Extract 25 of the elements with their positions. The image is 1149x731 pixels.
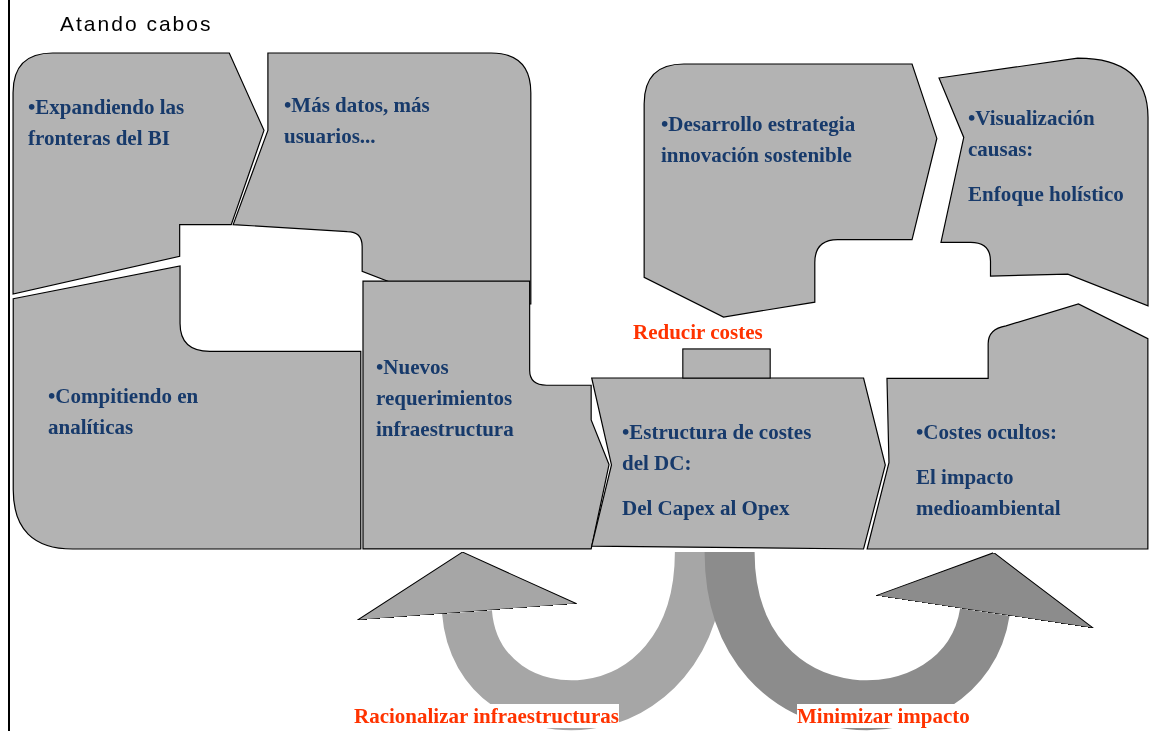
node-text: •Desarrollo estrategia innovación sostenible [661, 111, 857, 169]
puzzle-piece [362, 280, 612, 550]
puzzle-piece [643, 63, 938, 318]
node-text: Del Capex al Opex [622, 495, 791, 522]
node-text: Enfoque holístico [968, 181, 1125, 208]
puzzle-piece [590, 377, 887, 550]
node-text: •Compitiendo en analíticas [48, 383, 200, 441]
puzzle-piece [938, 57, 1149, 307]
annotation-label: Reducir costes [633, 320, 763, 344]
node-text: •Expandiendo las fronteras del BI [28, 94, 186, 152]
connector-block [680, 348, 773, 379]
puzzle-piece [866, 303, 1149, 550]
puzzle-piece [12, 52, 267, 295]
title: Atando cabos [60, 11, 213, 37]
edge-label: Minimizar impacto [797, 704, 970, 728]
edge-label: Racionalizar infraestructuras [354, 704, 619, 728]
node-text: •Visualización causas: [968, 105, 1096, 163]
node-text: •Nuevos requerimientos infraestructura [376, 354, 515, 443]
curved-arrow [704, 549, 1091, 730]
puzzle-piece [12, 265, 362, 550]
node-text: •Más datos, más usuarios... [284, 92, 431, 150]
node-text: •Costes ocultos: [916, 419, 1058, 446]
node-text: •Estructura de costes del DC: [622, 419, 812, 477]
puzzle-piece [232, 52, 532, 305]
node-text: El impacto medioambiental [916, 464, 1062, 522]
